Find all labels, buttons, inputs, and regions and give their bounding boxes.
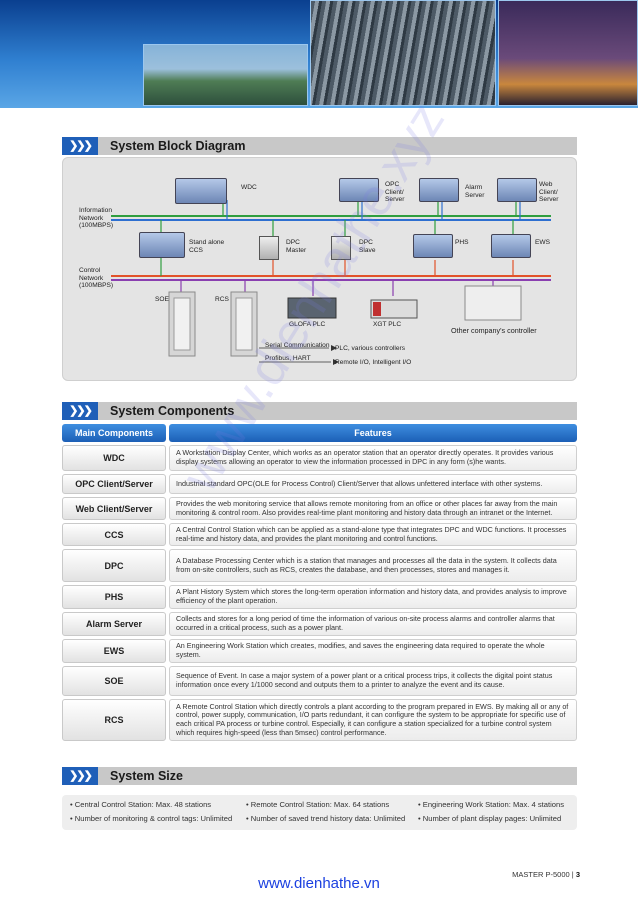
table-row: Web Client/Server Provides the web monit…	[62, 497, 577, 520]
other-controller	[464, 285, 522, 321]
section-header-size: ❯❯❯ System Size	[62, 767, 577, 785]
section-title: System Size	[110, 769, 183, 783]
component-name: EWS	[62, 639, 166, 663]
component-desc: An Engineering Work Station which create…	[169, 639, 577, 663]
remote-io-label: Remote I/O, Intelligent I/O	[335, 359, 412, 366]
glofa-plc-label: GLOFA PLC	[289, 321, 326, 328]
component-name: RCS	[62, 699, 166, 741]
table-row: OPC Client/Server Industrial standard OP…	[62, 474, 577, 494]
serial-comm-label: Serial Communication	[265, 342, 330, 349]
component-desc: Industrial standard OPC(OLE for Process …	[169, 474, 577, 494]
components-table: Main Components Features WDC A Workstati…	[62, 424, 577, 741]
component-desc: A Central Control Station which can be a…	[169, 523, 577, 546]
plc-various-label: PLC, various controllers	[335, 345, 405, 352]
dpc-slave-server-icon	[331, 236, 351, 260]
wdc-workstation-icon	[175, 178, 227, 204]
page-number: MASTER P-5000 | 3	[512, 870, 580, 879]
section-title: System Components	[110, 404, 235, 418]
table-row: PHS A Plant History System which stores …	[62, 585, 577, 609]
other-controller-label: Other company's controller	[451, 326, 537, 335]
column-header-main: Main Components	[62, 424, 166, 442]
rcs-label: RCS	[215, 296, 229, 303]
opc-workstation-icon	[339, 178, 379, 202]
ews-workstation-icon	[491, 234, 531, 258]
profibus-label: Profibus, HART	[265, 355, 311, 362]
component-desc: A Database Processing Center which is a …	[169, 549, 577, 582]
component-desc: Sequence of Event. In case a major syste…	[169, 666, 577, 696]
wdc-label: WDC	[241, 184, 257, 191]
section-title: System Block Diagram	[110, 139, 246, 153]
phs-workstation-icon	[413, 234, 453, 258]
component-name: Alarm Server	[62, 612, 166, 636]
refinery-photo	[498, 0, 638, 106]
table-row: SOE Sequence of Event. In case a major s…	[62, 666, 577, 696]
table-row: DPC A Database Processing Center which i…	[62, 549, 577, 582]
chevron-icon: ❯❯❯	[62, 767, 98, 785]
size-item: • Central Control Station: Max. 48 stati…	[70, 800, 212, 809]
alarm-workstation-icon	[419, 178, 459, 202]
ews-label: EWS	[535, 239, 551, 246]
component-name: PHS	[62, 585, 166, 609]
xgt-plc-label: XGT PLC	[373, 321, 402, 328]
component-desc: Provides the web monitoring service that…	[169, 497, 577, 520]
table-row: Alarm Server Collects and stores for a l…	[62, 612, 577, 636]
section-header-components: ❯❯❯ System Components	[62, 402, 577, 420]
component-desc: A Workstation Display Center, which work…	[169, 445, 577, 471]
web-workstation-icon	[497, 178, 537, 202]
component-desc: Collects and stores for a long period of…	[169, 612, 577, 636]
glofa-plc-rack	[287, 297, 337, 319]
column-header-features: Features	[169, 424, 577, 442]
ccs-workstation-icon	[139, 232, 185, 258]
component-name: DPC	[62, 549, 166, 582]
component-name: CCS	[62, 523, 166, 546]
table-row: EWS An Engineering Work Station which cr…	[62, 639, 577, 663]
header-banner	[0, 0, 638, 108]
turbine-photo	[310, 0, 496, 106]
power-plant-photo	[143, 44, 308, 106]
system-size-box: • Central Control Station: Max. 48 stati…	[62, 795, 577, 830]
table-header: Main Components Features	[62, 424, 577, 442]
dpc-master-server-icon	[259, 236, 279, 260]
size-item: • Number of saved trend history data: Un…	[246, 814, 406, 823]
phs-label: PHS	[455, 239, 469, 246]
component-name: Web Client/Server	[62, 497, 166, 520]
chevron-icon: ❯❯❯	[62, 402, 98, 420]
chevron-icon: ❯❯❯	[62, 137, 98, 155]
component-name: OPC Client/Server	[62, 474, 166, 494]
size-item: • Number of plant display pages: Unlimit…	[418, 814, 562, 823]
xgt-plc-rack	[370, 299, 418, 319]
footer-website-link[interactable]: www.dienhathe.vn	[258, 875, 380, 892]
component-desc: A Plant History System which stores the …	[169, 585, 577, 609]
table-row: RCS A Remote Control Station which direc…	[62, 699, 577, 741]
soe-label: SOE	[155, 296, 169, 303]
component-name: SOE	[62, 666, 166, 696]
table-row: WDC A Workstation Display Center, which …	[62, 445, 577, 471]
component-desc: A Remote Control Station which directly …	[169, 699, 577, 741]
size-item: • Engineering Work Station: Max. 4 stati…	[418, 800, 565, 809]
table-row: CCS A Central Control Station which can …	[62, 523, 577, 546]
size-item: • Remote Control Station: Max. 64 statio…	[246, 800, 390, 809]
size-item: • Number of monitoring & control tags: U…	[70, 814, 233, 823]
section-header-diagram: ❯❯❯ System Block Diagram	[62, 137, 577, 155]
component-name: WDC	[62, 445, 166, 471]
